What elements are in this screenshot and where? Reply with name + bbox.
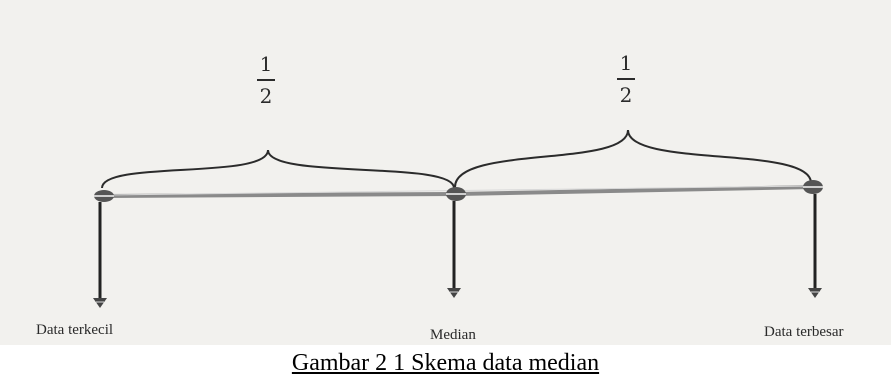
left-fraction-bar	[257, 79, 275, 81]
median-label: Median	[430, 327, 476, 343]
left-fraction-denominator: 2	[259, 84, 273, 108]
max-point-marker	[803, 180, 823, 298]
max-data-label: Data terbesar	[764, 324, 844, 340]
figure-caption: Gambar 2 1 Skema data median	[291, 350, 600, 376]
median-point-marker	[446, 187, 466, 298]
number-line-right	[455, 185, 814, 196]
left-fraction-numerator: 1	[259, 52, 273, 76]
right-fraction-numerator: 1	[619, 51, 633, 75]
median-scheme-figure: 1 2 1 2 Data terkecil Median Data terbes…	[0, 0, 891, 345]
right-fraction-bar	[617, 78, 635, 80]
min-data-label: Data terkecil	[36, 322, 114, 338]
left-half-fraction: 1 2	[246, 52, 286, 108]
left-half-brace	[101, 149, 455, 189]
number-line-left	[103, 192, 457, 198]
right-half-brace	[454, 129, 812, 188]
median-scheme-diagram	[93, 129, 823, 308]
right-half-fraction: 1 2	[606, 51, 646, 107]
min-point-marker	[93, 190, 114, 308]
right-fraction-denominator: 2	[619, 83, 633, 107]
